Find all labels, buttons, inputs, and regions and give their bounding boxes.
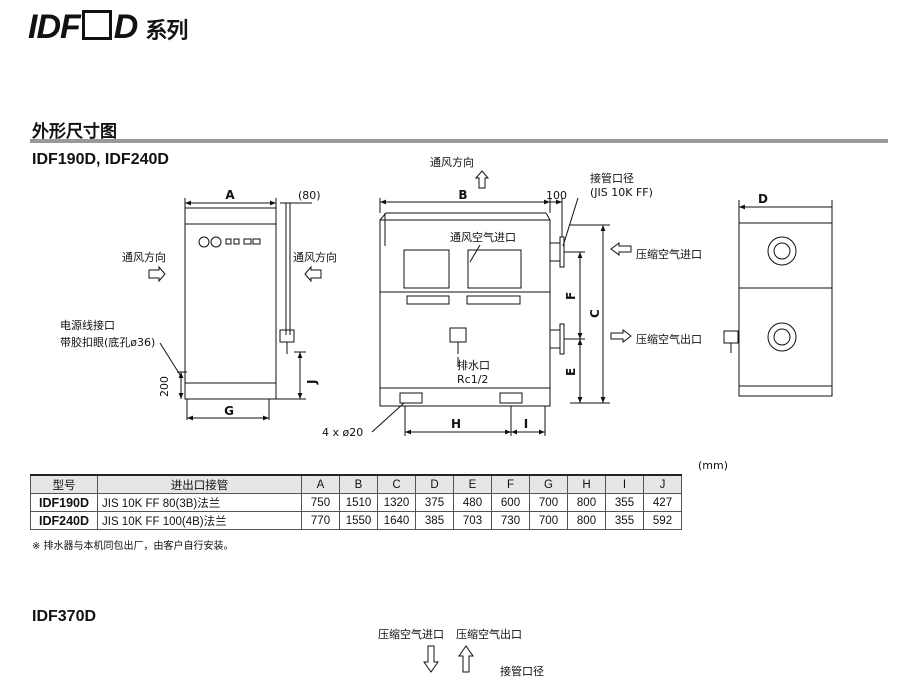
cell-j: 592 xyxy=(643,511,682,530)
header-connection: 进出口接管 xyxy=(97,474,302,494)
airflow-right-label: 通风方向 xyxy=(293,250,337,264)
airflow-arrow-right xyxy=(304,265,322,283)
cell-i: 355 xyxy=(605,493,644,512)
table-header-row: 型号 进出口接管 A B C D E F G H I J xyxy=(30,474,682,494)
dim-100-label: 100 xyxy=(546,189,567,202)
cell-a: 770 xyxy=(301,511,340,530)
section-heading: 外形尺寸图 xyxy=(32,122,117,142)
header-h: H xyxy=(567,474,606,494)
unit-note: (mm) xyxy=(698,459,729,472)
cell-e: 480 xyxy=(453,493,492,512)
dim-f-label: F xyxy=(564,292,578,300)
header-g: G xyxy=(529,474,568,494)
cell-g: 700 xyxy=(529,493,568,512)
cell-b: 1550 xyxy=(339,511,378,530)
dim-i-label: I xyxy=(524,417,528,431)
cell-j: 427 xyxy=(643,493,682,512)
series-suffix: D xyxy=(113,8,139,46)
cell-f: 600 xyxy=(491,493,530,512)
drain-outlet-label: 排水口 xyxy=(457,358,490,372)
front-drain-trap xyxy=(279,329,295,343)
model-placeholder-box xyxy=(81,10,112,40)
cell-d: 385 xyxy=(415,511,454,530)
outlet-flange xyxy=(549,329,561,349)
dim-j-label: J xyxy=(305,380,319,385)
series-cn: 系列 xyxy=(145,19,188,44)
bottom-compressed-in-label: 压缩空气进口 xyxy=(378,627,444,641)
header-j: J xyxy=(643,474,682,494)
front-gauge-icon xyxy=(198,236,210,248)
dim-e-label: E xyxy=(564,368,578,376)
bottom-in-arrow xyxy=(423,645,439,673)
end-view-cabinet xyxy=(738,222,833,397)
side-drain-trap xyxy=(449,327,467,343)
mounting-holes-label: 4 x ø20 xyxy=(322,426,363,439)
front-view-cabinet xyxy=(184,202,277,400)
dim-h-label: H xyxy=(451,417,461,431)
model-heading-2: IDF370D xyxy=(32,608,97,625)
airflow-arrow-up xyxy=(474,170,490,189)
header-model: 型号 xyxy=(30,474,98,494)
dim-d-label: D xyxy=(758,192,768,206)
vent-air-inlet-label: 通风空气进口 xyxy=(450,230,516,244)
cell-e: 703 xyxy=(453,511,492,530)
cell-g: 700 xyxy=(529,511,568,530)
footnote: ※ 排水器与本机同包出厂，由客户自行安装。 xyxy=(32,541,234,552)
airflow-left-label: 通风方向 xyxy=(122,250,166,264)
grommet-label: 带胶扣眼(底孔ø36) xyxy=(60,335,155,349)
pipe-size-label: 接管口径 xyxy=(590,171,634,185)
cell-connection: JIS 10K FF 100(4B)法兰 xyxy=(97,511,302,530)
cell-h: 800 xyxy=(567,511,606,530)
bottom-pipe-size-label: 接管口径 xyxy=(500,664,544,677)
inlet-flange xyxy=(549,242,561,262)
dim-200-label: 200 xyxy=(158,376,171,397)
dim-b-label: B xyxy=(458,188,467,202)
header-a: A xyxy=(301,474,340,494)
power-inlet-label: 电源线接口 xyxy=(60,318,115,332)
compressed-air-in-label: 压缩空气进口 xyxy=(636,247,702,261)
series-prefix: IDF xyxy=(28,8,81,46)
header-c: C xyxy=(377,474,416,494)
airflow-top-label: 通风方向 xyxy=(430,155,474,169)
header-b: B xyxy=(339,474,378,494)
cell-model: IDF240D xyxy=(30,511,98,530)
table-row: IDF240D JIS 10K FF 100(4B)法兰 770 1550 16… xyxy=(30,511,682,530)
cell-d: 375 xyxy=(415,493,454,512)
header-f: F xyxy=(491,474,530,494)
front-gauge-icon-2 xyxy=(210,236,222,248)
bottom-out-arrow xyxy=(458,645,474,673)
compressed-in-arrow xyxy=(610,242,632,256)
compressed-out-arrow xyxy=(610,329,632,343)
cell-connection: JIS 10K FF 80(3B)法兰 xyxy=(97,493,302,512)
dim-g-label: G xyxy=(224,404,234,418)
header-d: D xyxy=(415,474,454,494)
cell-h: 800 xyxy=(567,493,606,512)
end-drain-trap xyxy=(723,330,739,344)
dimension-drawing: A (80) 通风方向 通风方向 电源线接口 带胶扣眼(底孔ø36) 200 J… xyxy=(60,155,833,439)
cell-c: 1640 xyxy=(377,511,416,530)
compressed-air-out-label: 压缩空气出口 xyxy=(636,332,702,346)
bottom-drawing-fragment: 压缩空气进口 压缩空气出口 接管口径 xyxy=(378,627,544,677)
table-row: IDF190D JIS 10K FF 80(3B)法兰 750 1510 132… xyxy=(30,493,682,512)
drain-thread-label: Rc1/2 xyxy=(457,373,488,386)
dim-c-label: C xyxy=(588,309,602,318)
cell-b: 1510 xyxy=(339,493,378,512)
cell-a: 750 xyxy=(301,493,340,512)
bottom-compressed-out-label: 压缩空气出口 xyxy=(456,627,522,641)
cell-model: IDF190D xyxy=(30,493,98,512)
section-rule xyxy=(30,139,888,143)
cell-c: 1320 xyxy=(377,493,416,512)
dim-80-label: (80) xyxy=(298,189,321,202)
cell-i: 355 xyxy=(605,511,644,530)
pipe-standard-label: (JIS 10K FF) xyxy=(590,186,653,199)
header-e: E xyxy=(453,474,492,494)
header-i: I xyxy=(605,474,644,494)
model-heading-1: IDF190D, IDF240D xyxy=(32,151,169,168)
spec-table: 型号 进出口接管 A B C D E F G H I J IDF190D JIS… xyxy=(30,474,682,530)
airflow-arrow-left xyxy=(148,265,166,283)
dim-a-label: A xyxy=(225,188,235,202)
cell-f: 730 xyxy=(491,511,530,530)
